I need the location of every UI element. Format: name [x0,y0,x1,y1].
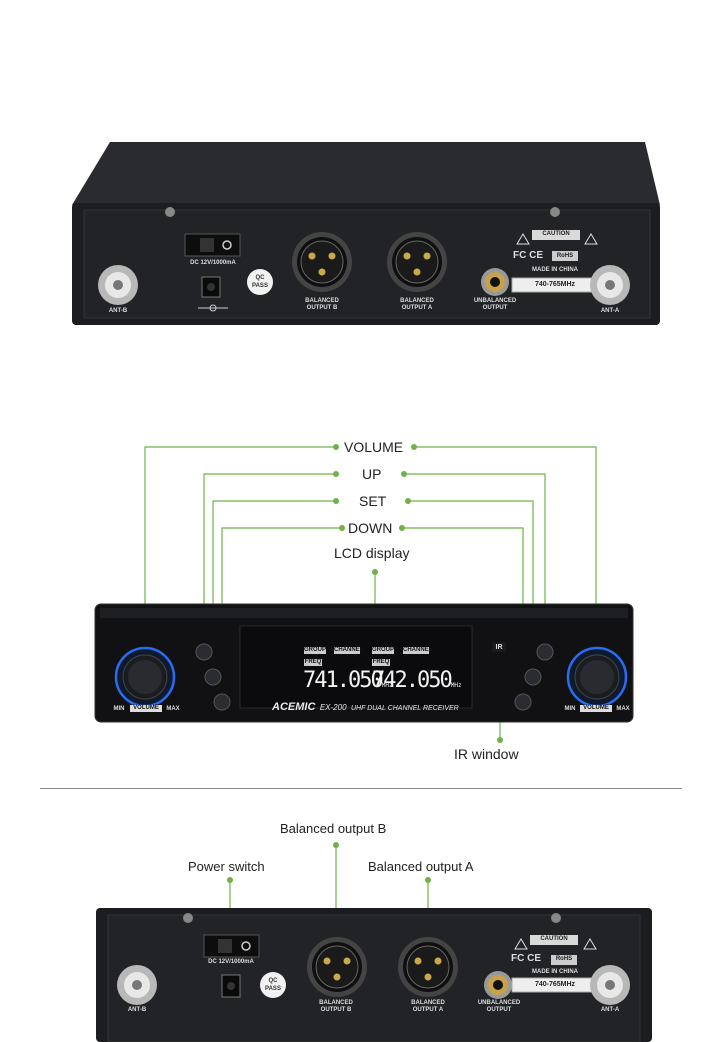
brand-name: ACEMIC [272,701,316,713]
balanced-b-label-top: BALANCED OUTPUT B [305,298,339,311]
made-in-label-top: MADE IN CHINA [532,267,578,273]
balanced-a-label-bottom: BALANCED OUTPUT A [411,1000,445,1013]
lcd-frequency-b: 742.050MHz [372,668,462,693]
fc-ce-label-bottom: FC CE [505,953,547,965]
rohs-label-bottom: RoHS [555,956,573,962]
lcd-freq-label-a: FREQ [304,659,322,666]
vol-min-left: MIN [113,706,125,712]
lcd-group-b: GROUP [372,647,395,654]
rear-panel-bottom [96,908,652,1042]
callout-set: SET [359,493,387,509]
lcd-channel-a: CHANNEL [334,647,364,654]
vol-max-left: MAX [166,706,180,712]
ant-b-label-top: ANT-B [108,308,128,314]
section-divider [40,788,682,789]
button-down-left [213,693,231,711]
vol-label-right: VOLUME [580,705,612,712]
vol-label-left: VOLUME [130,705,162,712]
xlr-output-b-top [292,232,352,292]
callout-up: UP [362,466,382,482]
unbalanced-jack-top [481,268,509,296]
lcd-channel-b: CHANNEL [403,647,433,654]
callout-power-switch: Power switch [188,859,265,874]
power-spec-label-bottom: DC 12V/1000mA [208,959,254,965]
ant-a-label-bottom: ANT-A [600,1007,620,1013]
volume-knob-right [566,646,628,708]
front-panel [94,603,634,723]
callout-volume: VOLUME [344,439,404,455]
balanced-b-label-bottom: BALANCED OUTPUT B [319,1000,353,1013]
made-in-label-bottom: MADE IN CHINA [532,969,578,975]
xlr-output-a-top [387,232,447,292]
callout-ir-window: IR window [454,746,519,762]
fc-mark-bottom: FC [510,953,525,964]
fc-mark: FC [512,250,527,261]
button-up-right [536,643,554,661]
ant-b-connector-top [98,265,138,305]
brand-line: ACEMIC EX-200 UHF DUAL CHANNEL RECEIVER [272,697,459,715]
fc-ce-label-top: FC CE [507,250,549,262]
unbalanced-jack-bottom [484,971,512,999]
button-down-right [514,693,532,711]
ant-b-label-bottom: ANT-B [127,1007,147,1013]
caution-label-top: CAUTION [542,231,570,237]
qc-label-bottom: QC [268,978,278,984]
lcd-unit-b: MHz [450,682,462,689]
balanced-a-label-top: BALANCED OUTPUT A [400,298,434,311]
callout-balanced-output-a: Balanced output A [368,859,474,874]
lcd-unit-a: MHz [381,682,393,689]
ant-a-connector-top [590,265,630,305]
rear-panel-top [72,142,660,325]
pass-label-bottom: PASS [265,986,281,992]
ant-a-label-top: ANT-A [600,308,620,314]
pass-label-top: PASS [252,283,268,289]
model-name: EX-200 [319,703,347,712]
receiver-description: UHF DUAL CHANNEL RECEIVER [350,705,459,712]
button-set-left [204,668,222,686]
button-up-left [195,643,213,661]
freq-band-label-bottom: 740-765MHz [534,981,576,988]
vol-max-right: MAX [616,706,630,712]
ce-mark: CE [529,250,544,261]
rohs-label-top: RoHS [556,253,574,259]
freq-band-label-top: 740-765MHz [534,281,576,288]
power-spec-label-top: DC 12V/1000mA [190,260,236,266]
qc-label-top: QC [255,275,265,281]
qc-pass-sticker-bottom [260,972,286,998]
callout-balanced-output-b: Balanced output B [280,821,387,836]
ant-b-connector-bottom [117,965,157,1005]
caution-label-bottom: CAUTION [540,936,568,942]
volume-knob-left [114,646,176,708]
button-set-right [524,668,542,686]
xlr-output-a-bottom [398,937,458,997]
ir-window [492,642,506,652]
unbalanced-label-bottom: UNBALANCED OUTPUT [477,1000,521,1013]
lcd-group-a: GROUP [304,647,327,654]
lcd-freq-label-b: FREQ [372,659,390,666]
callout-lcd-display: LCD display [334,545,410,561]
xlr-output-b-bottom [307,937,367,997]
vol-min-right: MIN [564,706,576,712]
ant-a-connector-bottom [590,965,630,1005]
lcd-frequency-a: 741.050MHz [303,668,393,693]
ce-mark-bottom: CE [527,953,542,964]
qc-pass-sticker-top [247,269,273,295]
ir-text: IR [495,644,503,651]
callout-down: DOWN [348,520,393,536]
unbalanced-label-top: UNBALANCED OUTPUT [473,298,517,311]
